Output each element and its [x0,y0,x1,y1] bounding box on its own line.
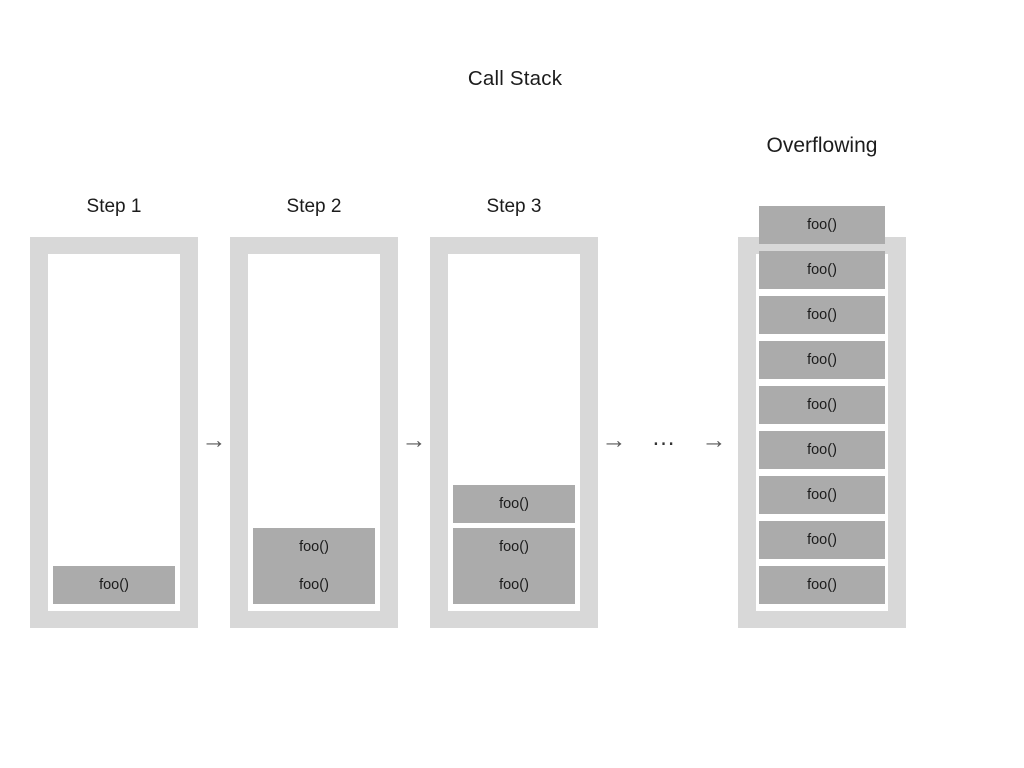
frame-interior: foo() foo() foo() [448,254,580,611]
stack-frame-box: foo() [759,251,885,289]
stack-boxes-step-2: foo() foo() [248,523,380,604]
stack-frame-box: foo() [759,341,885,379]
stack-frame-box: foo() [253,566,375,604]
stack-frame-box: foo() [253,528,375,566]
stack-frame-box: foo() [759,206,885,244]
step-label-2: Step 2 [286,196,342,217]
step-label-1: Step 1 [86,196,142,217]
call-stack-frame-step-3: foo() foo() foo() [430,237,598,628]
stack-boxes-overflowing: foo() foo() foo() foo() foo() foo() foo(… [759,199,885,604]
stack-boxes-step-3: foo() foo() foo() [448,480,580,604]
stack-boxes-step-1: foo() [48,566,180,604]
arrow-step3-to-ellipsis: → [601,426,627,454]
arrow-step2-to-step3: → [401,426,427,454]
stack-frame-box: foo() [759,386,885,424]
stack-frame-box: foo() [453,485,575,523]
step-label-3: Step 3 [486,196,542,217]
ellipsis-separator: … [651,424,677,451]
page-title: Call Stack [467,67,563,90]
arrow-step1-to-step2: → [201,426,227,454]
stack-frame-box: foo() [759,521,885,559]
stack-frame-box: foo() [453,566,575,604]
stack-frame-box: foo() [759,566,885,604]
stack-frame-box: foo() [759,296,885,334]
call-stack-frame-step-2: foo() foo() [230,237,398,628]
overflowing-column: foo() foo() foo() foo() foo() foo() foo(… [738,206,906,628]
stack-frame-box: foo() [453,528,575,566]
stack-frame-box: foo() [759,476,885,514]
frame-interior: foo() foo() [248,254,380,611]
overflowing-title: Overflowing [766,134,878,157]
stack-frame-box: foo() [759,431,885,469]
stack-frame-box: foo() [53,566,175,604]
call-stack-frame-step-1: foo() [30,237,198,628]
arrow-ellipsis-to-overflow: → [701,426,727,454]
frame-interior: foo() [48,254,180,611]
